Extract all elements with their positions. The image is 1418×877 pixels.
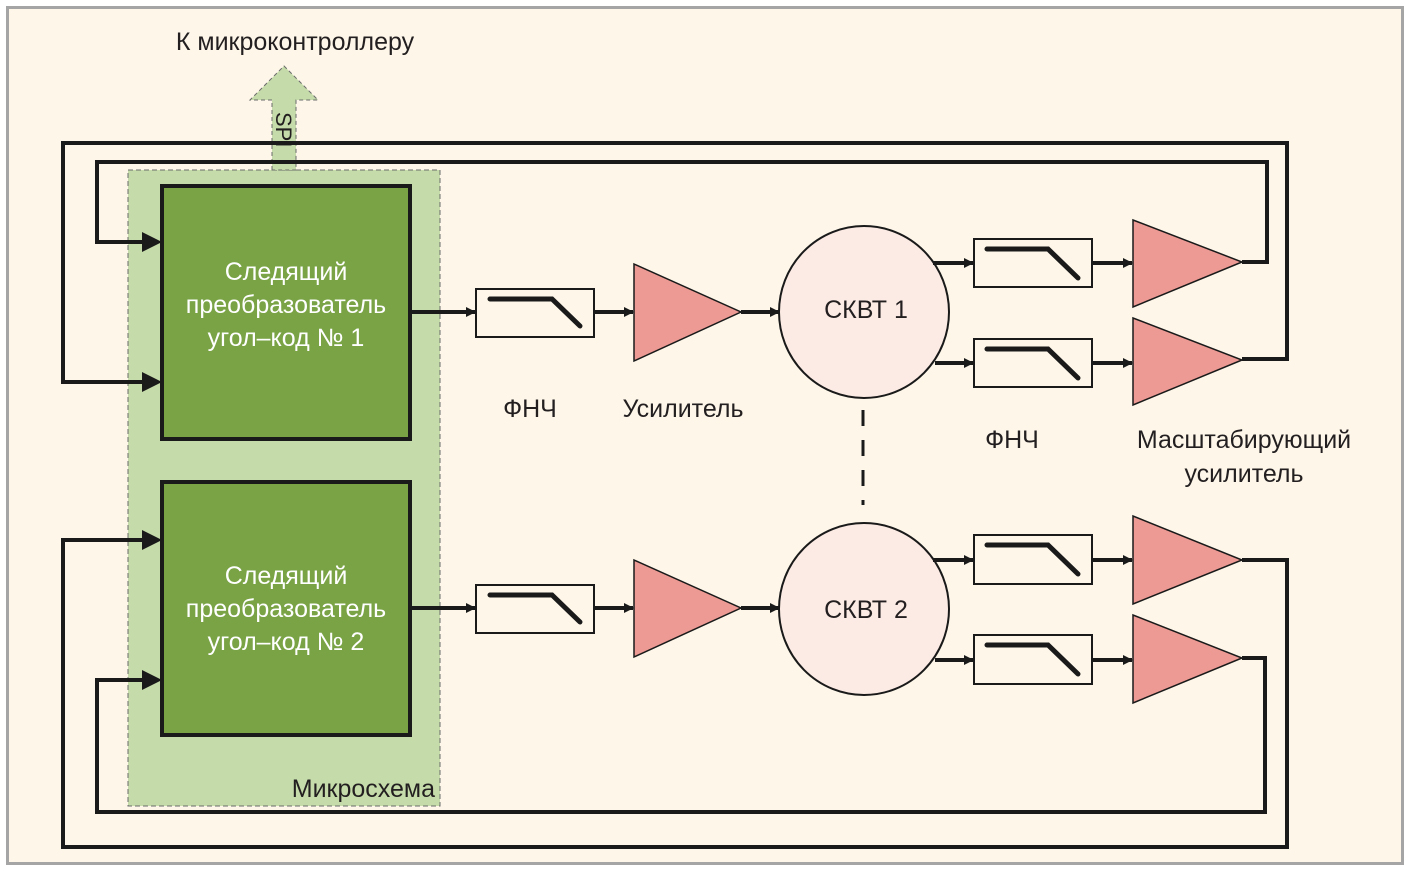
lpf-output-label: ФНЧ [985,426,1039,454]
converter-block-1 [160,184,412,441]
converter-1-line-3: угол–код № 1 [208,324,365,352]
resolver-2-output-lower [935,613,1245,705]
lpf-icon [984,642,1081,677]
lpf-input-label: ФНЧ [503,395,557,423]
resolver-2-output-upper [933,514,1245,606]
amplifier-triangle [633,558,743,659]
converter-2-line-1: Следящий [225,562,348,590]
channel-1-input-chain [410,262,780,363]
spi-arrow [248,65,320,171]
converter-2-line-2: преобразователь [186,595,386,623]
amplifier-triangle [633,262,743,363]
lpf-block [973,338,1093,388]
scaling-amplifier [1132,514,1245,606]
resolver-1-output-lower [935,316,1245,407]
amplifier-label: Усилитель [622,395,743,423]
chip-label: Микросхема [292,775,435,803]
converter-1-line-1: Следящий [225,258,348,286]
resolver-1-output-upper [933,218,1245,309]
converter-2-line-3: угол–код № 2 [208,628,365,656]
lpf-icon [487,296,583,329]
arrow-icon [142,530,162,550]
scaling-amplifier-label-line-2: усилитель [1184,460,1303,488]
lpf-block [973,238,1093,288]
converter-block-2 [160,480,412,737]
lpf-icon [984,246,1081,281]
lpf-block [475,584,595,634]
channel-2-input-chain [410,558,780,659]
resolver-2 [778,522,950,696]
microcontroller-label: К микроконтроллеру [176,28,415,56]
resolver-1-label: СКВТ 1 [824,296,908,324]
feedback-wire-2a [61,538,1289,849]
lpf-icon [984,542,1081,577]
lpf-block [973,634,1093,685]
lpf-block [475,288,595,338]
scaling-amplifier [1132,316,1245,407]
scaling-amplifier [1132,218,1245,309]
arrow-icon [142,670,162,690]
converter-1-line-2: преобразователь [186,291,386,319]
scaling-amplifier [1132,613,1245,705]
lpf-icon [487,592,583,625]
lpf-icon [984,346,1081,381]
lpf-block [973,534,1093,585]
arrow-icon [142,372,162,392]
resolver-1 [778,225,950,399]
resolver-2-label: СКВТ 2 [824,596,908,624]
arrow-icon [142,232,162,252]
scaling-amplifier-label-line-1: Масштабирующий [1137,426,1351,454]
feedback-wire-2b [95,656,1267,814]
feedback-wire-1a [95,160,1269,264]
feedback-wire-1b [61,141,1289,384]
